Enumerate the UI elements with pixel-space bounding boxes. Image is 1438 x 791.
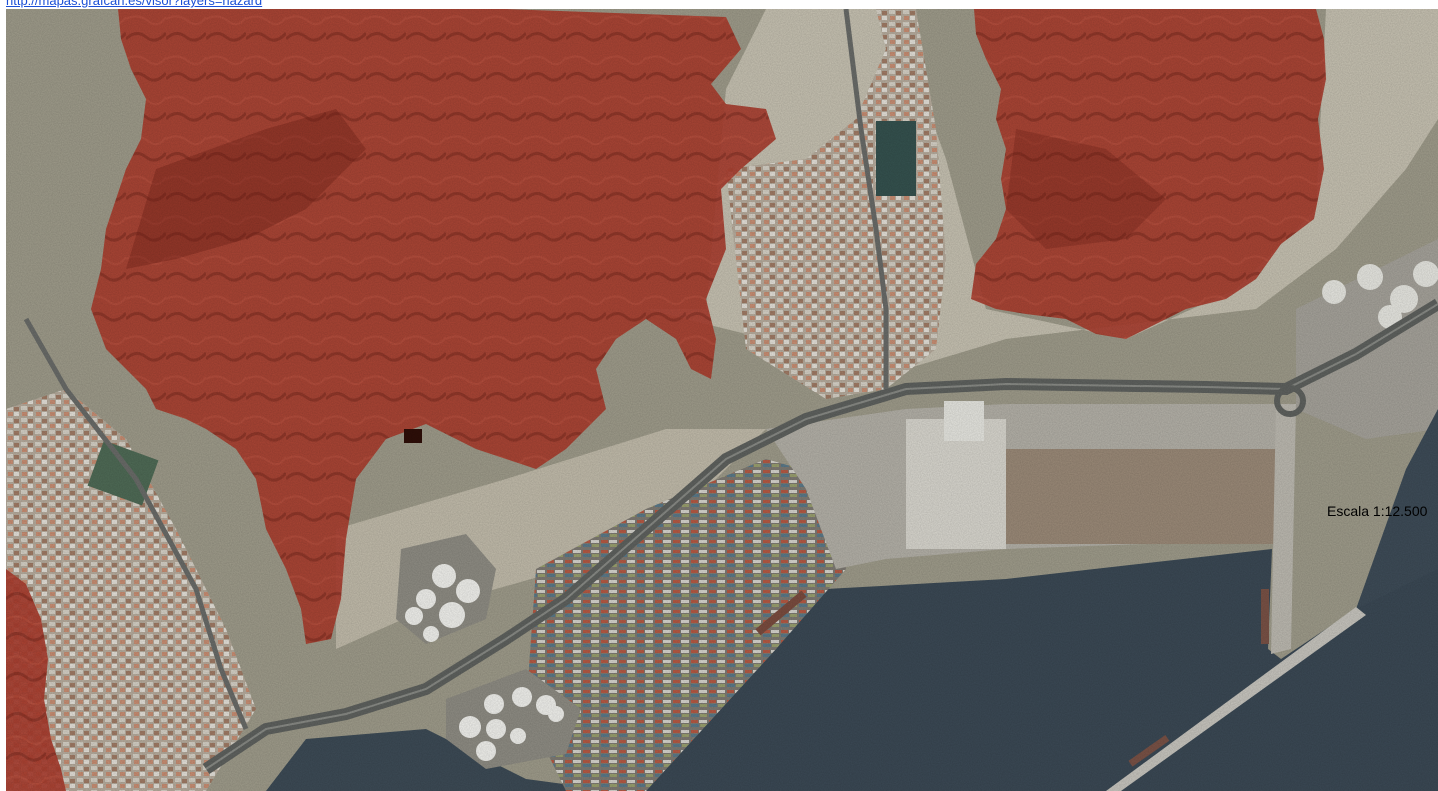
header-link[interactable]: http://mapas.grafcan.es/visor?layers=haz… xyxy=(6,0,263,8)
texture-overlay xyxy=(6,9,1438,791)
scale-label: Escala 1:12.500 xyxy=(1327,503,1428,519)
left-margin xyxy=(0,9,6,791)
map-view[interactable] xyxy=(6,9,1438,791)
aerial-map[interactable] xyxy=(6,9,1438,791)
